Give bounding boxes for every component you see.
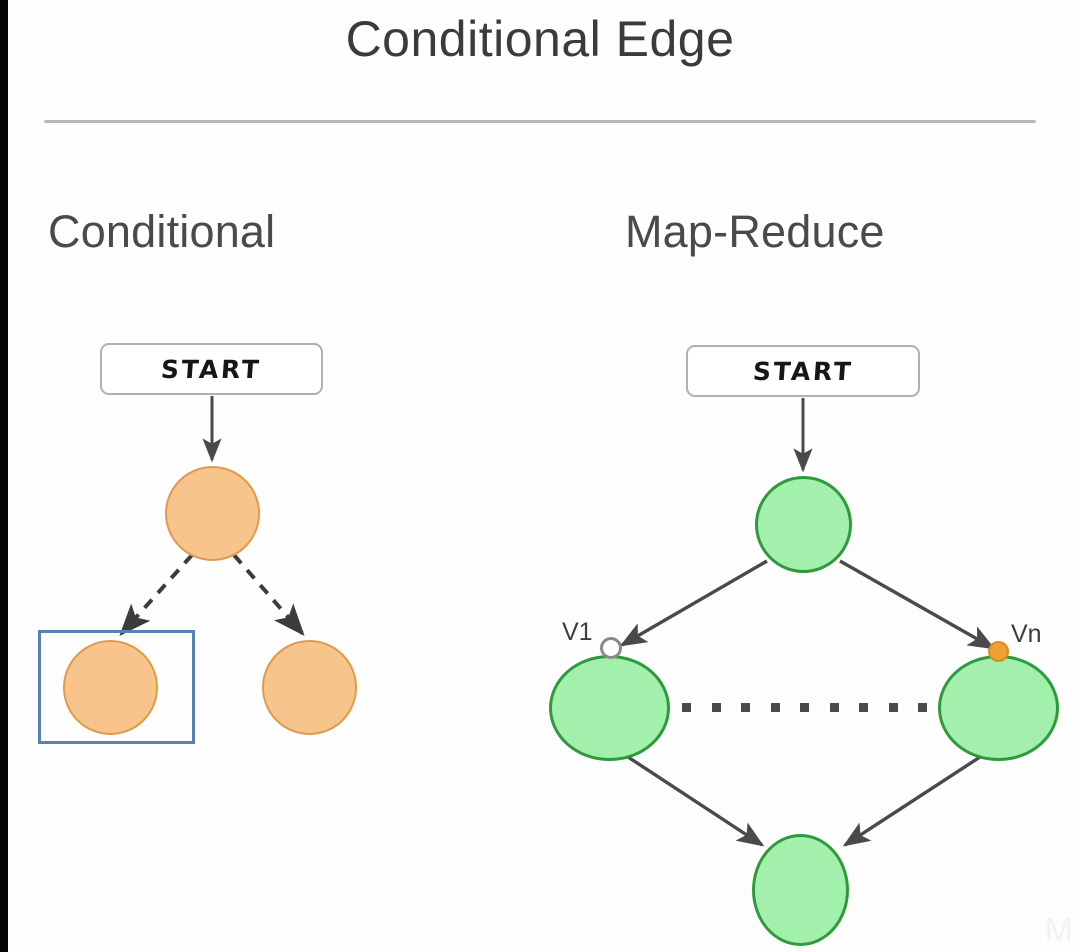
page-title: Conditional Edge [345,11,735,67]
start-node-label: START [160,354,263,384]
start-node-conditional[interactable]: START [100,343,323,395]
panel-heading-conditional: Conditional [48,206,276,257]
worker-node-vn[interactable] [938,655,1059,761]
start-node-label: START [751,356,855,386]
ellipsis-dot [859,703,868,712]
ellipsis-dot [918,703,927,712]
caption-v1: V1 [562,618,593,646]
root-node[interactable] [165,466,260,561]
v1-endpoint-handle[interactable] [600,637,622,659]
ellipsis-dot [888,703,898,712]
reduce-node[interactable] [752,834,849,946]
ellipsis-dot [800,703,809,712]
panel-heading-map-reduce: Map-Reduce [625,206,885,257]
ellipsis-dot [829,703,839,712]
left-child-node[interactable] [63,640,158,735]
title-divider [44,120,1036,123]
ellipsis-dot [741,703,750,712]
selection-rectangle[interactable] [38,630,195,744]
ellipsis-dot [682,703,691,712]
right-child-node[interactable] [262,640,357,735]
caption-vn: Vn [1011,620,1042,648]
map-root-node[interactable] [755,476,852,573]
vn-endpoint-handle[interactable] [988,641,1009,662]
ellipsis-dot [770,703,780,712]
start-node-map-reduce[interactable]: START [686,345,920,397]
watermark: M [1044,911,1074,949]
frame-edge-band [0,0,8,952]
worker-node-v1[interactable] [549,655,670,761]
ellipsis-dot [711,703,721,712]
